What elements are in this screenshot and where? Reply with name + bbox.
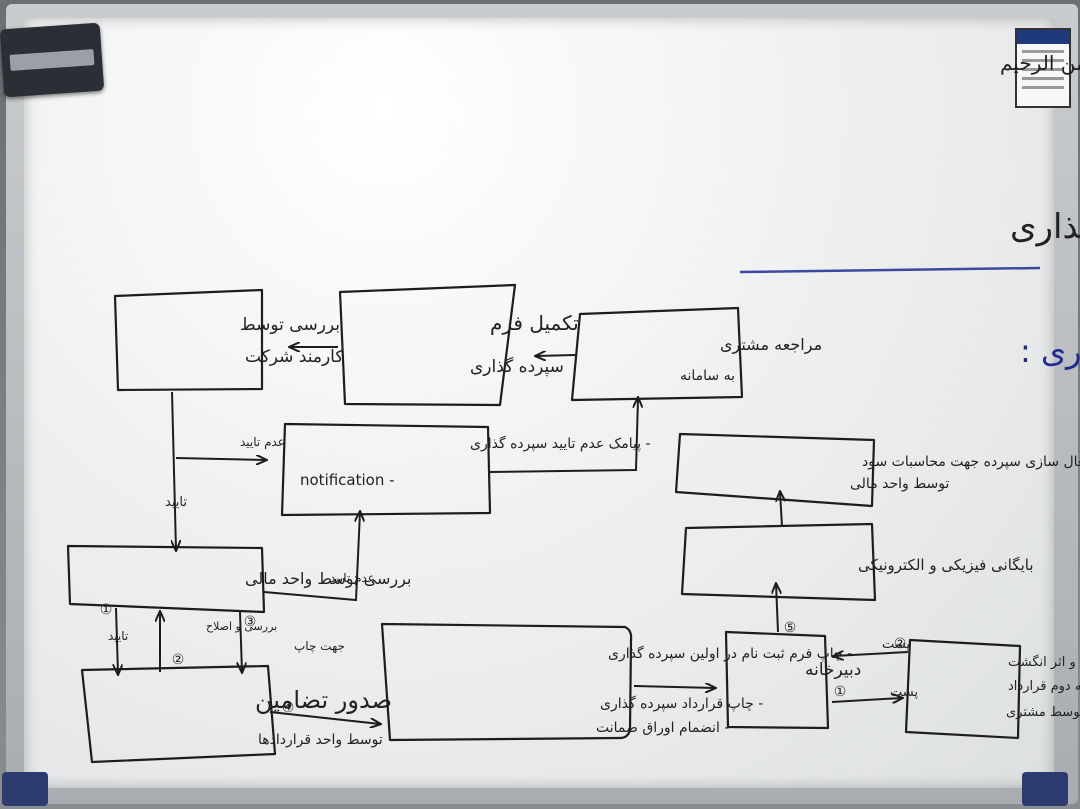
frame-corner-bottom-right bbox=[1022, 772, 1068, 806]
arrow-review-to-finance bbox=[172, 391, 176, 550]
box-text: نسخه دوم قرارداد bbox=[1008, 679, 1080, 694]
basmala-text: بسم الله الرحمن الرحیم bbox=[1000, 51, 1080, 75]
box-text: بررسی توسط واحد مالی bbox=[245, 569, 411, 589]
box-review-staff: بررسی توسط کارمند شرکت bbox=[113, 288, 344, 392]
board-sticker bbox=[1015, 28, 1071, 108]
box-text: تکمیل فرم bbox=[490, 311, 579, 335]
label-reject: عدم تایید bbox=[330, 571, 375, 585]
label-approve: تایید bbox=[108, 629, 128, 643]
label-correct: بررسی و اصلاح bbox=[206, 620, 277, 633]
box-text: توسط واحد قراردادها bbox=[258, 732, 383, 748]
frame-corner-bottom-left bbox=[2, 772, 48, 806]
label-number: ⑤ bbox=[784, 620, 797, 636]
arrow-visit-to-form bbox=[536, 355, 576, 356]
arrow-finance-print bbox=[240, 611, 242, 672]
box-archive: بایگانی فیزیکی و الکترونیکی bbox=[680, 522, 1034, 602]
box-complete-form: تکمیل فرم سپرده گذاری bbox=[338, 283, 579, 407]
box-text: دبیرخانه bbox=[805, 660, 861, 680]
arrow-print-to-secretariat bbox=[633, 686, 715, 688]
label-print: جهت چاپ bbox=[294, 639, 345, 653]
page-title: فرآیند سپرده گذاری bbox=[1010, 206, 1080, 247]
box-text: - پیامک عدم تایید سپرده گذاری bbox=[470, 435, 651, 452]
box-text: امضا و اثر انگشت bbox=[1008, 654, 1080, 670]
arrow-reject-to-notification bbox=[175, 458, 266, 460]
label-number: ② bbox=[172, 652, 185, 668]
box-text: بایگانی فیزیکی و الکترونیکی bbox=[858, 556, 1034, 574]
box-activation: فعال سازی سپرده جهت محاسبات سود توسط واح… bbox=[674, 432, 1080, 508]
label-number: ① bbox=[100, 602, 113, 618]
box-secretariat: دبیرخانه bbox=[724, 630, 861, 730]
arrow-finance-reject-to-notification bbox=[263, 512, 360, 602]
box-text: بررسی توسط bbox=[240, 315, 340, 335]
box-text: توسط مشتری bbox=[1006, 705, 1080, 720]
box-customer-visit: مراجعه مشتری به سامانه bbox=[570, 306, 822, 402]
whiteboard-surface bbox=[24, 18, 1054, 788]
arrow-secretariat-to-archive bbox=[776, 584, 778, 633]
box-review-finance: بررسی توسط واحد مالی bbox=[66, 544, 411, 614]
label-number: ② bbox=[894, 636, 907, 652]
arrow-guarantee-to-print bbox=[269, 711, 380, 724]
box-text: کارمند شرکت bbox=[245, 347, 344, 367]
label-reject: عدم تایید bbox=[240, 435, 285, 449]
box-guarantee-issue: صدور تضامین توسط واحد قراردادها bbox=[80, 664, 392, 764]
box-print-form: - چاپ فرم ثبت نام در اولین سپرده گذاری -… bbox=[380, 622, 852, 742]
label-post: پست bbox=[890, 685, 918, 700]
box-text: مراجعه مشتری bbox=[720, 335, 822, 355]
arrow-notification-to-visit bbox=[489, 398, 638, 473]
arrow-signature-to-secretariat bbox=[834, 652, 909, 656]
box-text: notification - bbox=[300, 471, 395, 489]
box-notification: - پیامک عدم تایید سپرده گذاری notificati… bbox=[280, 422, 651, 517]
section-heading: غیرحضوری : bbox=[1020, 332, 1080, 370]
label-number: ① bbox=[834, 684, 847, 700]
label-number: ③ bbox=[244, 614, 257, 630]
title-underline bbox=[739, 266, 1041, 274]
box-text: - چاپ فرم ثبت نام در اولین سپرده گذاری bbox=[608, 645, 852, 662]
box-text: توسط واحد مالی bbox=[850, 476, 950, 492]
box-text: - انضمام اوراق ضمانت bbox=[596, 720, 729, 736]
box-text: - چاپ قرارداد سپرده گذاری bbox=[600, 695, 763, 712]
arrow-secretariat-to-signature bbox=[831, 698, 902, 702]
box-text: فعال سازی سپرده جهت محاسبات سود bbox=[862, 454, 1080, 470]
arrow-finance-to-guarantee bbox=[116, 607, 118, 674]
label-number: ④ bbox=[282, 700, 295, 716]
label-approve: تایید bbox=[165, 495, 187, 510]
label-post: پست bbox=[882, 637, 910, 652]
box-signature: امضا و اثر انگشت نسخه دوم قرارداد توسط م… bbox=[904, 638, 1080, 740]
arrow-archive-to-activation bbox=[780, 492, 782, 527]
box-text: به سامانه bbox=[680, 368, 735, 384]
box-text: سپرده گذاری bbox=[470, 356, 564, 377]
box-text: صدور تضامین bbox=[255, 686, 392, 714]
